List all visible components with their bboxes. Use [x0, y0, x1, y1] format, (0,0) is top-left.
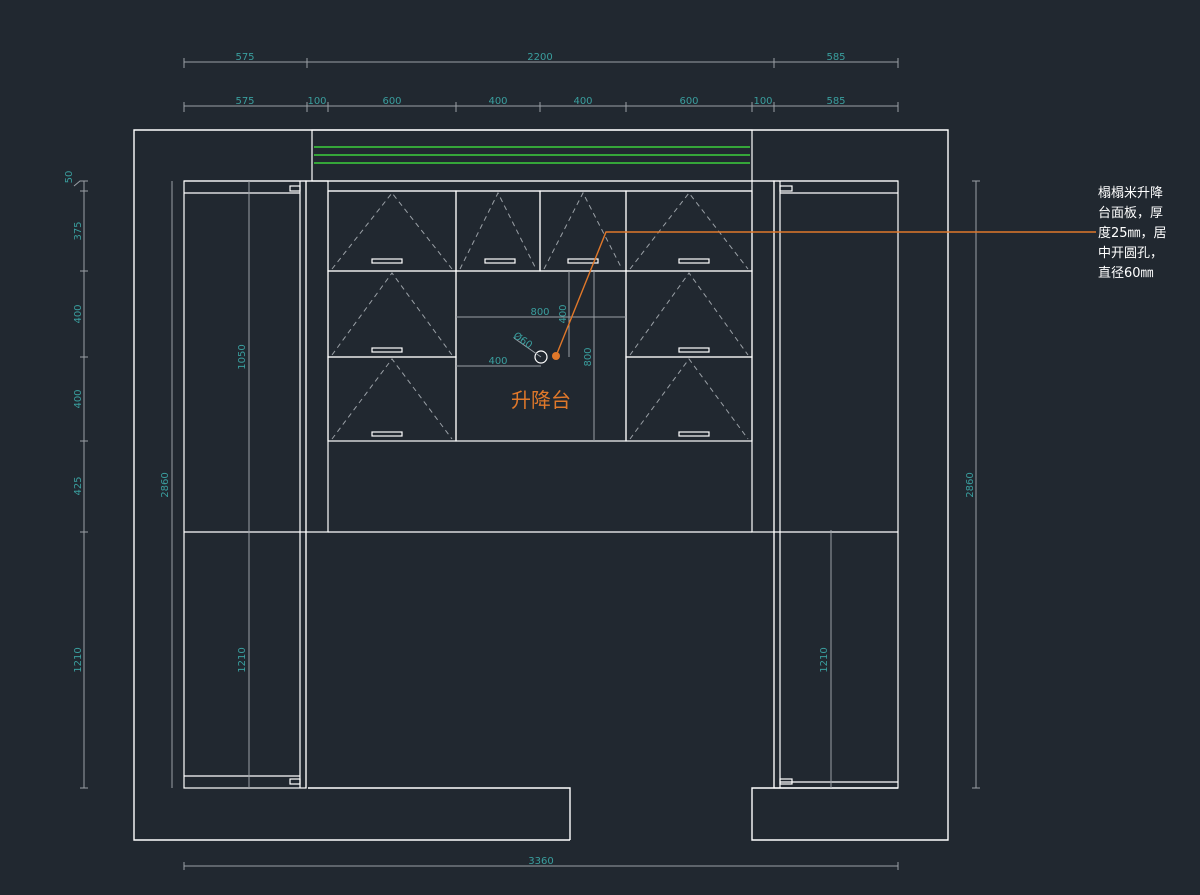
dim-top-detail-3: 600	[382, 96, 401, 107]
dim-top-detail-7: 100	[753, 96, 772, 107]
dim-top-detail-6: 600	[679, 96, 698, 107]
cabinet-frames	[183, 129, 899, 789]
dim-hole-diameter: Ø60	[511, 330, 535, 352]
dim-top-detail-4: 400	[488, 96, 507, 107]
dim-right-cab-lower: 1210	[819, 647, 830, 672]
dim-top-detail-2: 100	[307, 96, 326, 107]
dimension-lines	[73, 58, 980, 870]
hole-marker	[513, 337, 548, 364]
dim-top-overall-2: 2200	[527, 52, 552, 63]
dim-left-5: 425	[73, 476, 84, 495]
dim-center-800-h: 800	[530, 307, 549, 318]
dim-left-1: 50	[64, 171, 75, 184]
note-line-4: 中开圆孔，	[1098, 246, 1164, 261]
note-line-3: 度25㎜，居	[1098, 226, 1167, 241]
dim-top-detail-8: 585	[826, 96, 845, 107]
dim-top-overall-3: 585	[826, 52, 845, 63]
note-line-1: 榻榻米升降	[1098, 186, 1164, 201]
dim-center-400-h: 400	[488, 356, 507, 367]
dim-right-outer-height: 2860	[965, 472, 976, 497]
note-line-5: 直径60㎜	[1098, 266, 1154, 281]
panel-note: 榻榻米升降 台面板，厚 度25㎜，居 中开圆孔， 直径60㎜	[1098, 184, 1188, 284]
room-outline	[133, 129, 949, 841]
dimension-texts: 575 2200 585 575 100 600 400 400 600 100…	[64, 52, 976, 867]
dim-left-cab-lower: 1210	[237, 647, 248, 672]
dim-center-400-v: 400	[558, 304, 569, 323]
dim-top-detail-1: 575	[235, 96, 254, 107]
green-light-strip	[314, 146, 750, 164]
dim-left-3: 400	[73, 304, 84, 323]
lift-table-label: 升降台	[511, 388, 571, 412]
dim-left-4: 400	[73, 389, 84, 408]
door-swing-lines	[331, 191, 749, 440]
note-leader	[552, 231, 1096, 360]
dim-bottom-total: 3360	[528, 856, 553, 867]
dim-center-800-v: 800	[583, 347, 594, 366]
dim-top-overall-1: 575	[235, 52, 254, 63]
dim-top-detail-5: 400	[573, 96, 592, 107]
dim-left-2: 375	[73, 221, 84, 240]
dim-left-6: 1210	[73, 647, 84, 672]
dim-left-inner-height: 2860	[160, 472, 171, 497]
dim-left-cab-upper: 1050	[237, 344, 248, 369]
door-handles	[371, 258, 710, 437]
note-line-2: 台面板，厚	[1098, 206, 1164, 221]
